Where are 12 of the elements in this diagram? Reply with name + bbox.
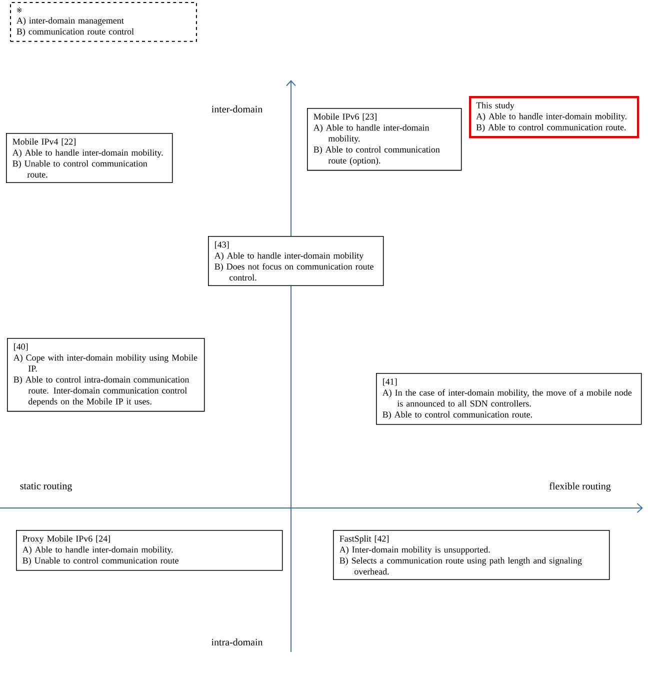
comparison-box: [43] A) Able to handle inter-domain mobility B) Does not focus on communication route control.	[208, 236, 384, 286]
axis-label: flexible routing	[548, 481, 612, 493]
comparison-box: Mobile IPv6 [23] A) Able to handle inter-domain mobility. B) Able to control communication route (option).	[307, 108, 462, 171]
comparison-box: Proxy Mobile IPv6 [24] A) Able to handle inter-domain mobility. B) Unable to control communication route	[16, 530, 283, 571]
comparison-box: This study A) Able to handle inter-domain mobility. B) Able to control communication route.	[469, 96, 640, 138]
comparison-box: [40] A) Cope with inter-domain mobility using Mobile IP. B) Able to control intra-domain communication route. Inter-domain communication control depends on the Mobile IP it uses.	[7, 338, 205, 412]
comparison-box: [41] A) In the case of inter-domain mobility, the move of a mobile node is announced to all SDN controllers. B) Able to control communication route.	[376, 373, 642, 425]
comparison-box: FastSplit [42] A) Inter-domain mobility is unsupported. B) Selects a communication route using path length and signaling overhead.	[333, 530, 610, 580]
comparison-box: Mobile IPv4 [22] A) Able to handle inter-domain mobility. B) Unable to control communication route.	[6, 133, 173, 183]
axis-label: intra-domain	[210, 638, 264, 646]
axis-label: inter-domain	[210, 104, 264, 114]
axis-label: static routing	[18, 482, 74, 492]
